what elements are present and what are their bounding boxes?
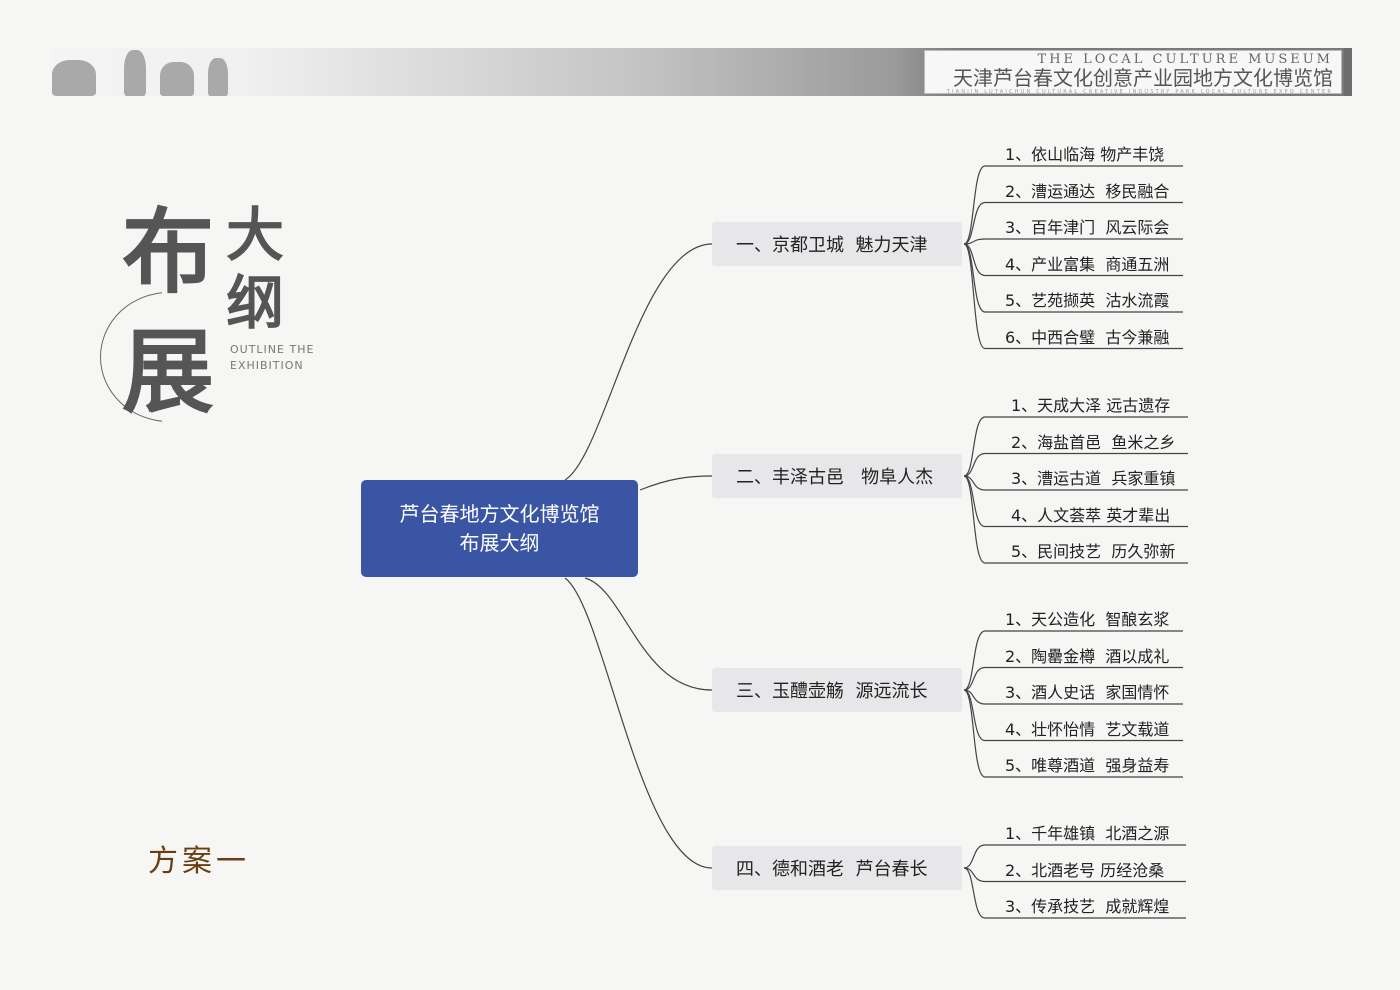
leaf-connector	[963, 416, 1188, 477]
leaf-connector	[963, 630, 1183, 691]
leaf-connector	[963, 452, 1188, 477]
leaf-item[interactable]: 2、海盐首邑 鱼米之乡	[1011, 432, 1176, 452]
leaf-item[interactable]: 4、产业富集 商通五洲	[1005, 254, 1170, 274]
leaf-item[interactable]: 1、依山临海 物产丰饶	[1005, 145, 1165, 164]
leaf-connector	[963, 689, 1183, 778]
leaf-connector	[963, 689, 1183, 742]
center-node-line: 芦台春地方文化博览馆	[399, 501, 600, 526]
leaf-connector	[963, 666, 1183, 691]
title-en-line: EXHIBITION	[230, 359, 304, 372]
leaf-item[interactable]: 3、传承技艺 成就辉煌	[1005, 897, 1170, 916]
museum-brand: THE LOCAL CULTURE MUSEUM 天津芦台春文化创意产业园地方文…	[924, 50, 1342, 95]
leaf-connector	[963, 201, 1183, 245]
leaf-connector	[963, 689, 1183, 705]
leaf-item[interactable]: 6、中西合璧 古今兼融	[1005, 327, 1170, 347]
leaf-item[interactable]: 2、漕运通达 移民融合	[1005, 181, 1170, 201]
leaf-item[interactable]: 1、千年雄镇 北酒之源	[1005, 824, 1170, 843]
leaf-item[interactable]: 5、民间技艺 历久弥新	[1011, 542, 1176, 561]
branch-node[interactable]: 二、丰泽古邑 物阜人杰	[712, 454, 962, 498]
museum-subtitle: TIANJIN LUTAICHUN CULTURAL CREATIVE INDU…	[946, 89, 1333, 95]
title-char: 展	[122, 318, 215, 426]
leaf-item[interactable]: 4、壮怀怡情 艺文载道	[1005, 719, 1170, 739]
leaf-item[interactable]: 2、北酒老号 历经沧桑	[1005, 860, 1165, 880]
leaf-item[interactable]: 3、百年津门 风云际会	[1005, 218, 1170, 237]
leaf-item[interactable]: 1、天公造化 智酿玄浆	[1005, 610, 1170, 629]
header-end-bar	[1344, 48, 1352, 96]
museum-name-zh: 天津芦台春文化创意产业园地方文化博览馆	[953, 66, 1333, 90]
leaf-item[interactable]: 3、漕运古道 兵家重镇	[1011, 469, 1176, 488]
branch-connector	[639, 475, 713, 491]
leaf-connector	[963, 475, 1188, 564]
museum-name-en: THE LOCAL CULTURE MUSEUM	[1037, 52, 1333, 67]
title-en: OUTLINE THE EXHIBITION	[230, 342, 314, 374]
leaf-item[interactable]: 5、唯尊酒道 强身益寿	[1005, 756, 1170, 775]
leaf-item[interactable]: 3、酒人史话 家国情怀	[1005, 683, 1170, 702]
branch-node[interactable]: 三、玉醴壶觞 源远流长	[712, 668, 962, 712]
leaf-item[interactable]: 5、艺苑撷英 沽水流霞	[1005, 291, 1170, 310]
plan-label: 方案一	[148, 844, 250, 879]
leaf-connector	[963, 243, 1183, 350]
leaf-connector	[963, 165, 1183, 245]
title-char: 纲	[226, 269, 285, 337]
leaf-connector	[963, 867, 1186, 883]
figures-silhouette-icon	[52, 44, 228, 96]
center-node-line: 布展大纲	[459, 530, 540, 555]
leaf-item[interactable]: 4、人文荟萃 英才辈出	[1011, 505, 1171, 525]
leaf-connector	[963, 844, 1186, 869]
leaf-connector	[963, 475, 1188, 528]
leaf-item[interactable]: 2、陶罍金樽 酒以成礼	[1005, 646, 1170, 666]
branch-connector	[584, 577, 713, 691]
leaf-item[interactable]: 1、天成大泽 远古遗存	[1011, 396, 1171, 415]
branch-node[interactable]: 四、德和酒老 芦台春长	[712, 846, 962, 890]
leaf-connector	[963, 475, 1188, 491]
leaf-connector	[963, 867, 1186, 919]
title-char: 大	[226, 201, 285, 269]
title-en-line: OUTLINE THE	[230, 343, 315, 356]
branch-node[interactable]: 一、京都卫城 魅力天津	[712, 222, 962, 266]
center-node[interactable]: 芦台春地方文化博览馆 布展大纲	[361, 480, 638, 577]
title-char: 布	[122, 198, 215, 306]
leaf-connector	[963, 238, 1183, 245]
branch-connector	[564, 243, 713, 481]
branch-connector	[564, 577, 713, 869]
